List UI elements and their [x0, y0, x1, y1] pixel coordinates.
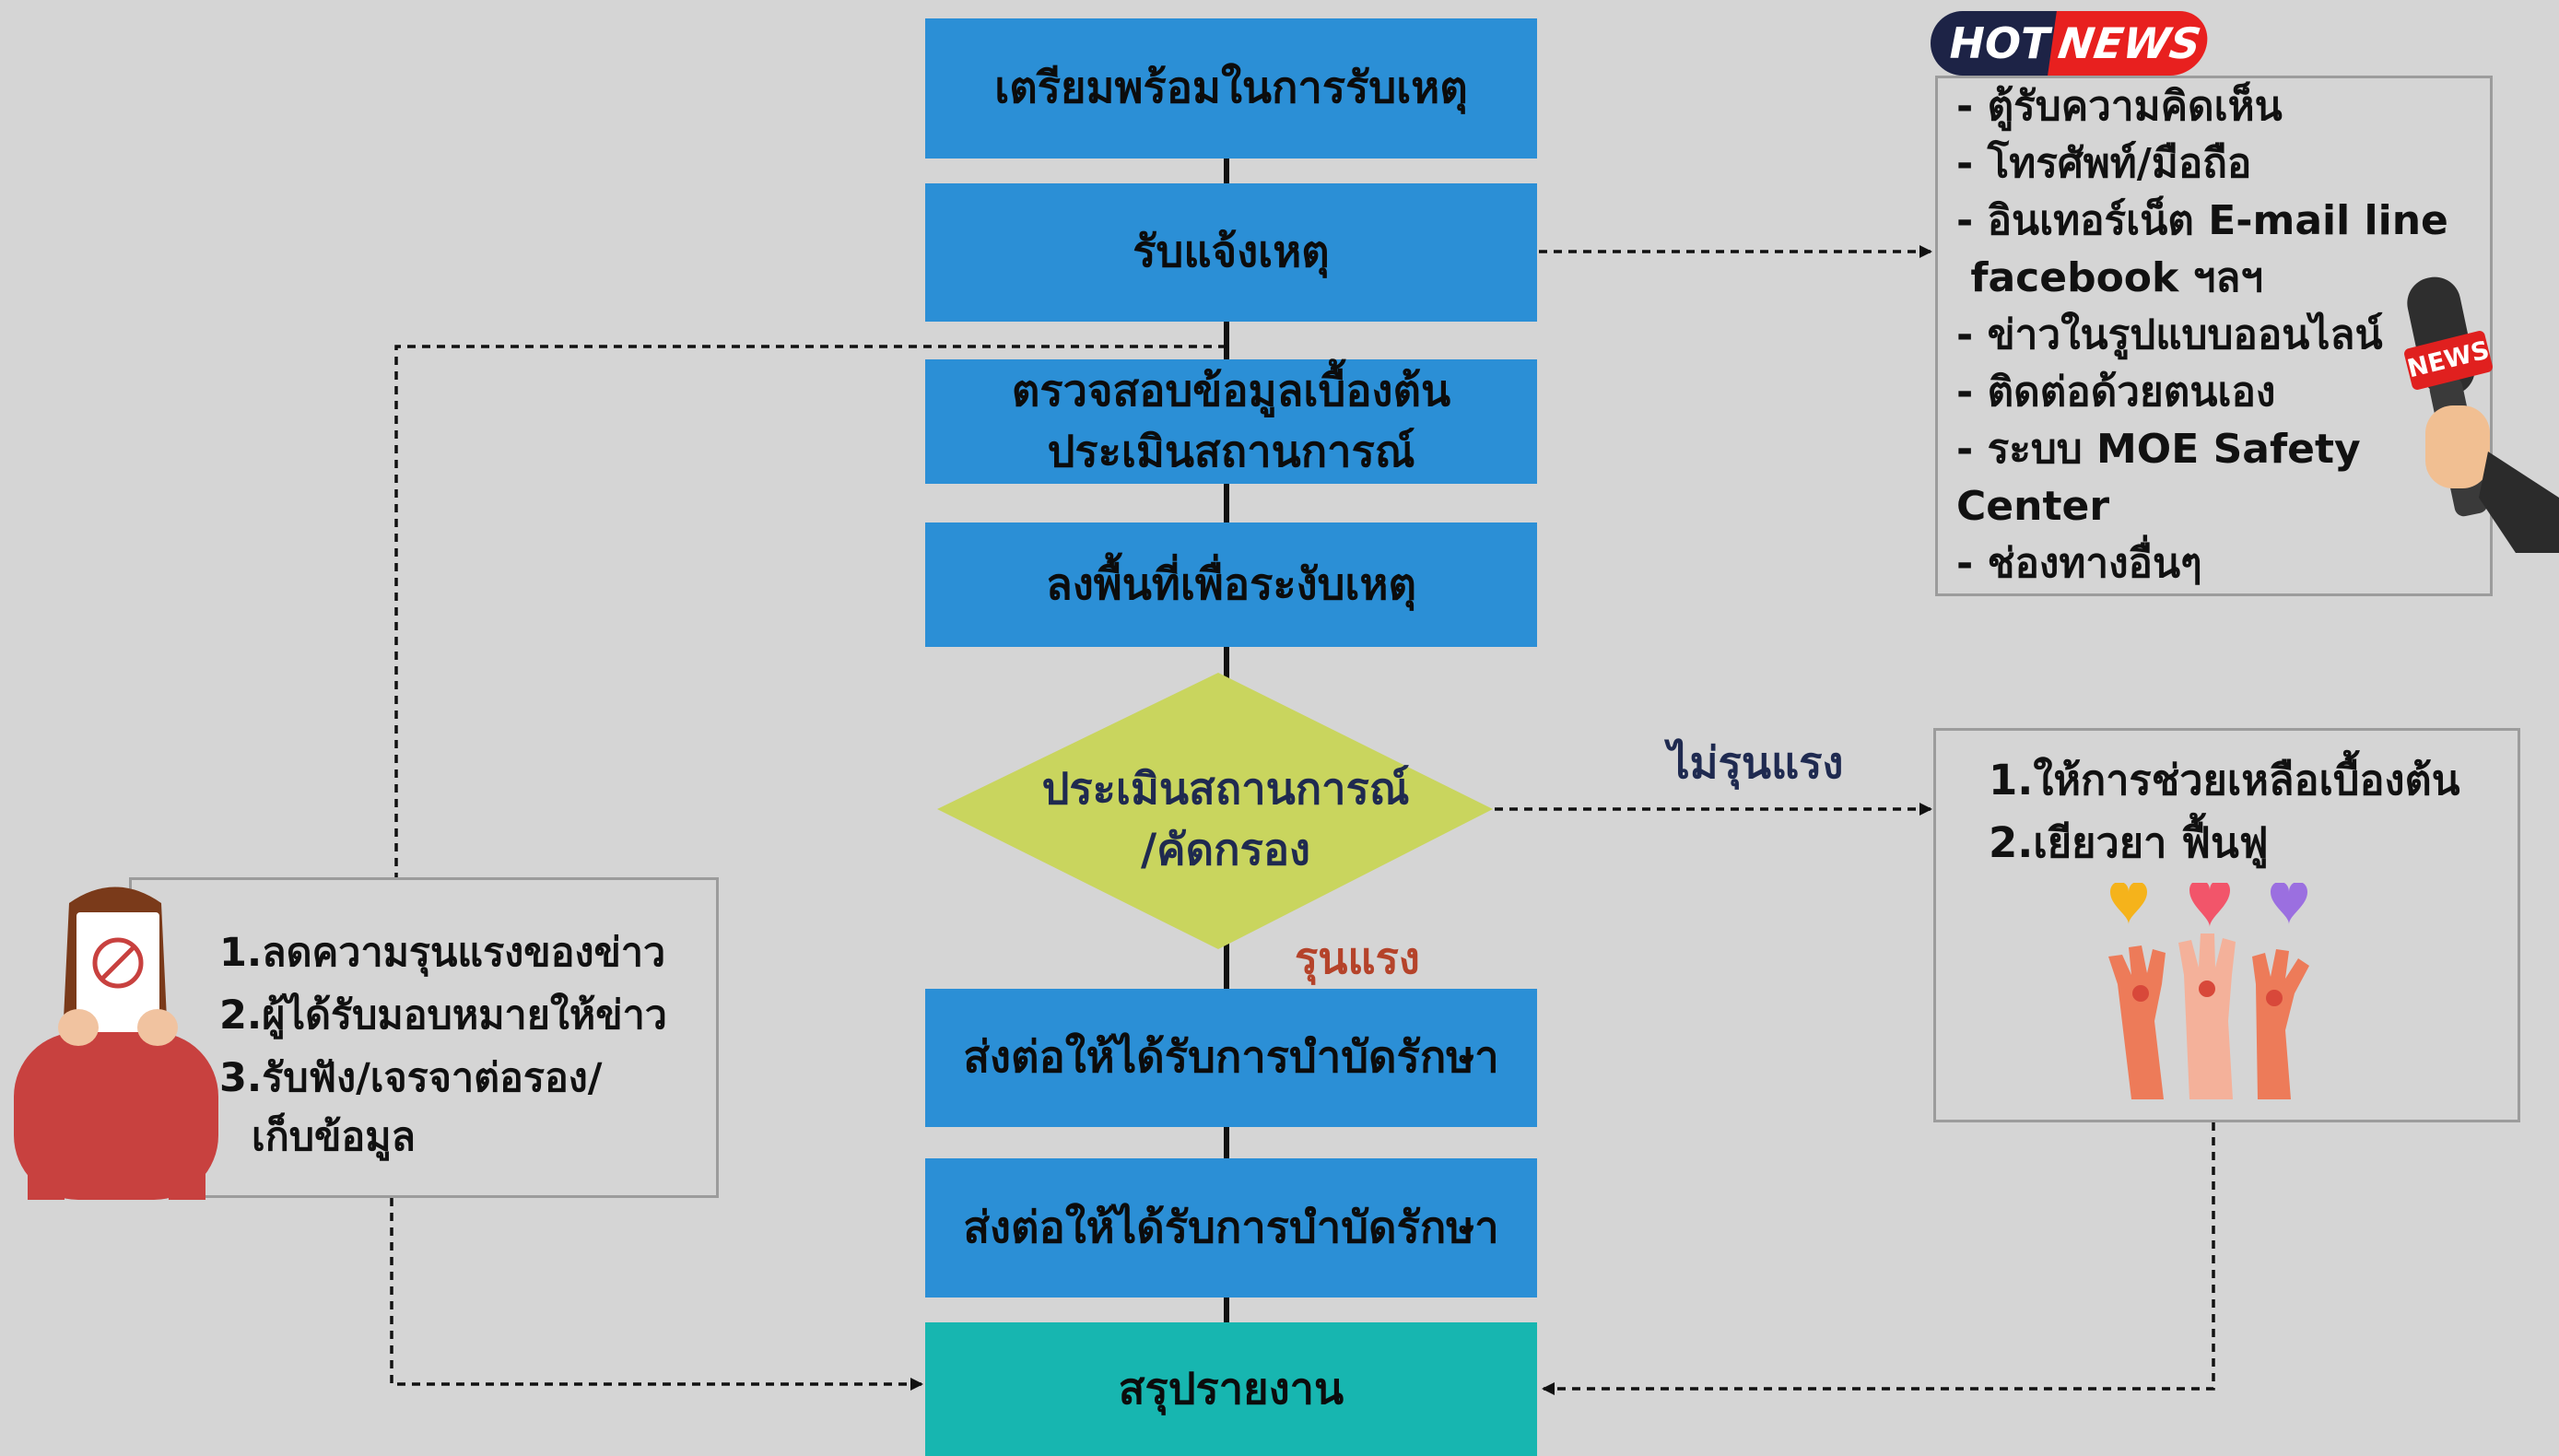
media-handling-item: 3.รับฟัง/เจรจาต่อรอง/: [219, 1055, 603, 1101]
hands-hearts-illustration: [2108, 883, 2309, 1099]
aid-recovery-box: 1.ให้การช่วยเหลือเบื้องต้น 2.เยียวยา ฟื้…: [1933, 728, 2520, 1122]
step-receive-report: รับแจ้งเหตุ: [925, 183, 1537, 322]
media-handling-item: 1.ลดความรุนแรงของข่าว: [219, 930, 666, 976]
step-refer-treatment-1: ส่งต่อให้ได้รับการบำบัดรักษา: [925, 989, 1537, 1127]
decision-diamond: [937, 673, 1493, 949]
channel-item: - อินเทอร์เน็ต E-mail line: [1956, 197, 2448, 244]
channel-item: Center: [1956, 483, 2110, 530]
channel-item: - ข่าวในรูปแบบออนไลน์: [1956, 311, 2383, 358]
arrow-right-box-to-summary: [1542, 1122, 2215, 1395]
channel-item: - ระบบ MOE Safety: [1956, 426, 2361, 473]
dashed-to-left-box: [394, 345, 1227, 877]
channel-item: facebook ฯลฯ: [1956, 254, 2263, 301]
step-receive-report-label: รับแจ้งเหตุ: [1133, 227, 1330, 277]
arrow-left-box-to-summary: [390, 1198, 923, 1391]
step-onsite: ลงพื้นที่เพื่อระงับเหตุ: [925, 523, 1537, 647]
decision-line1: ประเมินสถานการณ์: [1041, 764, 1410, 815]
report-channels-box: - ตู้รับความคิดเห็น - โทรศัพท์/มือถือ - …: [1935, 76, 2493, 596]
step-refer-1-label: ส่งต่อให้ได้รับการบำบัดรักษา: [963, 1032, 1499, 1083]
step-refer-treatment-2: ส่งต่อให้ได้รับการบำบัดรักษา: [925, 1158, 1537, 1297]
decision-label: ประเมินสถานการณ์ /คัดกรอง: [949, 751, 1502, 889]
media-handling-item: เก็บข้อมูล: [252, 1114, 416, 1160]
hot-tag: HOT: [1931, 11, 2069, 76]
step-prepare-label: เตรียมพร้อมในการรับเหตุ: [994, 63, 1468, 113]
aid-item: 2.เยียวยา ฟื้นฟู: [1989, 818, 2269, 867]
decision-line2: /คัดกรอง: [1140, 825, 1310, 875]
step-summary-report: สรุปรายงาน: [925, 1322, 1537, 1456]
media-handling-item: 2.ผู้ได้รับมอบหมายให้ข่าว: [219, 992, 667, 1039]
step-verify-line2: ประเมินสถานการณ์: [1047, 426, 1415, 477]
label-not-severe: ไม่รุนแรง: [1668, 738, 1844, 789]
channel-item: - ช่องทางอื่นๆ: [1956, 540, 2202, 587]
hot-news-badge: HOT NEWS: [1931, 11, 2212, 76]
step-onsite-label: ลงพื้นที่เพื่อระงับเหตุ: [1046, 558, 1416, 610]
step-prepare: เตรียมพร้อมในการรับเหตุ: [925, 18, 1537, 159]
step-refer-2-label: ส่งต่อให้ได้รับการบำบัดรักษา: [963, 1202, 1499, 1253]
news-microphone-icon: [2407, 276, 2559, 553]
aid-item: 1.ให้การช่วยเหลือเบื้องต้น: [1989, 756, 2460, 804]
label-severe: รุนแรง: [1295, 933, 1420, 984]
channel-item: - โทรศัพท์/มือถือ: [1956, 140, 2252, 187]
media-handling-box: 1.ลดความรุนแรงของข่าว 2.ผู้ได้รับมอบหมาย…: [129, 877, 719, 1198]
news-tag: NEWS: [2048, 11, 2212, 76]
step-verify-line1: ตรวจสอบข้อมูลเบื้องต้น: [1011, 365, 1451, 417]
woman-no-comment-illustration: [14, 887, 218, 1200]
step-verify-assess: ตรวจสอบข้อมูลเบื้องต้น ประเมินสถานการณ์: [925, 359, 1537, 484]
channel-item: - ติดต่อด้วยตนเอง: [1956, 369, 2276, 416]
channel-item: - ตู้รับความคิดเห็น: [1956, 83, 2283, 130]
step-summary-label: สรุปรายงาน: [1118, 1363, 1344, 1415]
